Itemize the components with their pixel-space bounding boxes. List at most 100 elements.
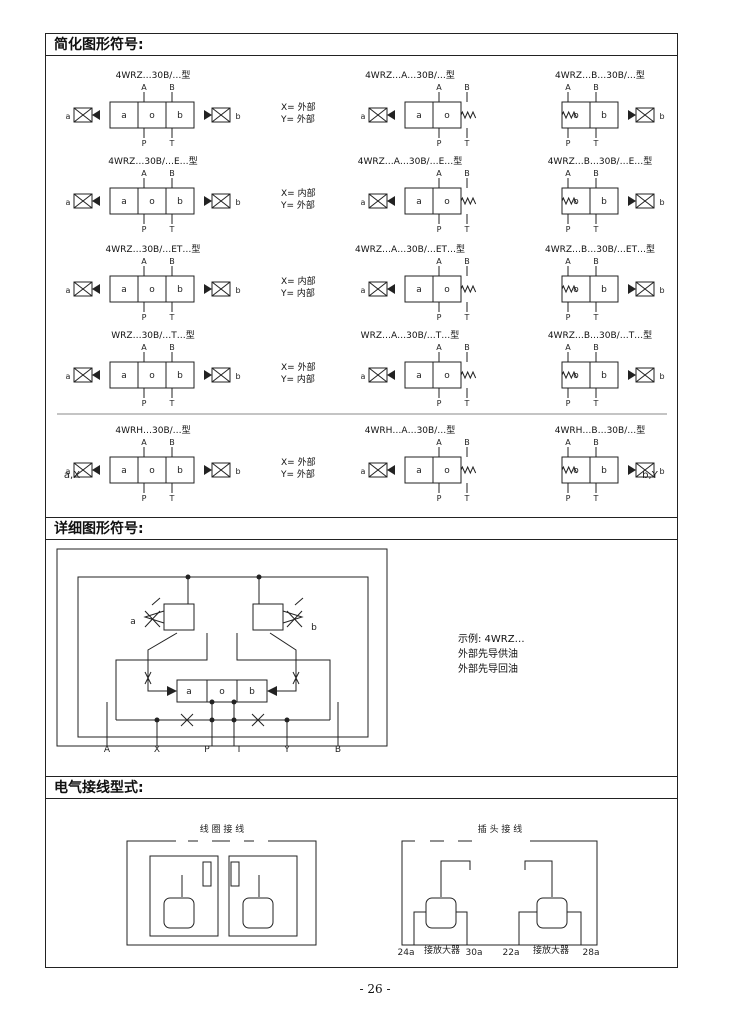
port-label: P bbox=[566, 494, 571, 503]
port-label: T bbox=[464, 494, 470, 503]
xy-setting: Y= 内部 bbox=[281, 375, 315, 385]
detail-pilot-b: b bbox=[311, 623, 317, 633]
spool-label: b bbox=[601, 285, 607, 295]
valve-symbol bbox=[368, 178, 477, 224]
detail-pilot-a: a bbox=[130, 617, 136, 627]
actuator-label: a bbox=[66, 112, 71, 121]
detail-spool-a: a bbox=[186, 687, 192, 697]
detail-port: T bbox=[235, 745, 242, 755]
detail-note-line: 外部先导回油 bbox=[458, 664, 518, 675]
coil-wiring-title: 线 圈 接 线 bbox=[200, 823, 245, 835]
valve-symbol bbox=[73, 447, 231, 493]
xy-setting: Y= 外部 bbox=[281, 201, 315, 211]
port-label: A bbox=[141, 83, 147, 92]
model-label: WRZ…30B/…T…型 bbox=[111, 331, 195, 341]
spool-label: b bbox=[177, 285, 183, 295]
model-label: WRZ…A…30B/…T…型 bbox=[360, 331, 460, 341]
spool-label: o bbox=[444, 285, 450, 295]
actuator-label: b bbox=[659, 198, 664, 207]
port-label: B bbox=[593, 257, 599, 266]
port-label: A bbox=[436, 169, 442, 178]
valve-symbol bbox=[561, 266, 655, 312]
terminal-label: 22a bbox=[503, 948, 520, 958]
model-label: 4WRZ…A…30B/…E…型 bbox=[357, 157, 463, 167]
port-label: T bbox=[169, 225, 175, 234]
port-label: T bbox=[169, 313, 175, 322]
port-label: T bbox=[593, 399, 599, 408]
detail-port: X bbox=[154, 745, 160, 755]
xy-setting: Y= 内部 bbox=[281, 289, 315, 299]
actuator-label: a bbox=[361, 286, 366, 295]
port-label: A bbox=[436, 257, 442, 266]
port-label: B bbox=[169, 343, 175, 352]
spool-label: o bbox=[573, 371, 579, 381]
spool-label: a bbox=[416, 285, 422, 295]
port-label: A bbox=[436, 343, 442, 352]
port-label: B bbox=[464, 343, 470, 352]
page-frame bbox=[45, 33, 678, 968]
actuator-label: a bbox=[66, 467, 71, 476]
actuator-label: b bbox=[659, 112, 664, 121]
spool-label: o bbox=[444, 371, 450, 381]
actuator-label: b bbox=[659, 286, 664, 295]
valve-symbol bbox=[561, 92, 655, 138]
port-label: A bbox=[141, 438, 147, 447]
actuator-label: a bbox=[361, 467, 366, 476]
divider bbox=[46, 776, 677, 777]
port-label: T bbox=[593, 313, 599, 322]
port-label: A bbox=[565, 438, 571, 447]
port-label: P bbox=[142, 313, 147, 322]
detail-spool-b: b bbox=[249, 687, 255, 697]
actuator-label: b bbox=[235, 112, 240, 121]
valve-symbol bbox=[561, 447, 655, 493]
actuator-label: a bbox=[361, 198, 366, 207]
port-label: A bbox=[565, 169, 571, 178]
port-label: P bbox=[437, 225, 442, 234]
section-simplified-title: 简化图形符号: bbox=[46, 34, 677, 56]
section-detailed-title: 详细图形符号: bbox=[46, 518, 677, 540]
detail-port: P bbox=[204, 745, 210, 755]
port-label: B bbox=[169, 169, 175, 178]
port-label: P bbox=[566, 313, 571, 322]
plug-wiring-title: 插 头 接 线 bbox=[478, 823, 523, 835]
xy-setting: X= 外部 bbox=[281, 103, 316, 113]
spool-label: b bbox=[177, 197, 183, 207]
port-label: B bbox=[593, 438, 599, 447]
port-label: A bbox=[565, 83, 571, 92]
port-label: P bbox=[437, 494, 442, 503]
spool-label: b bbox=[601, 111, 607, 121]
page-number: - 26 - bbox=[359, 982, 391, 996]
valve-symbol bbox=[368, 447, 477, 493]
spool-label: o bbox=[444, 197, 450, 207]
valve-symbol bbox=[368, 92, 477, 138]
port-label: B bbox=[169, 438, 175, 447]
model-label: 4WRZ…30B/…E…型 bbox=[108, 157, 198, 167]
amp-label: 接放大器 bbox=[424, 944, 460, 956]
valve-symbol bbox=[561, 178, 655, 224]
spool-label: o bbox=[444, 111, 450, 121]
spool-label: a bbox=[416, 371, 422, 381]
spool-label: a bbox=[121, 197, 127, 207]
port-label: P bbox=[566, 139, 571, 148]
terminal-label: 30a bbox=[466, 948, 483, 958]
actuator-label: b bbox=[659, 372, 664, 381]
xy-setting: Y= 外部 bbox=[281, 470, 315, 480]
actuator-label: a bbox=[66, 286, 71, 295]
port-label: T bbox=[169, 139, 175, 148]
port-label: A bbox=[436, 438, 442, 447]
model-label: 4WRH…30B/…型 bbox=[115, 426, 191, 436]
model-label: 4WRZ…B…30B/…ET…型 bbox=[545, 245, 656, 255]
actuator-label: b bbox=[235, 372, 240, 381]
valve-symbol bbox=[73, 266, 231, 312]
valve-symbol bbox=[73, 92, 231, 138]
spool-label: o bbox=[149, 371, 155, 381]
spool-label: a bbox=[416, 197, 422, 207]
spool-label: b bbox=[601, 197, 607, 207]
wrh-left-label: a,X bbox=[64, 470, 80, 481]
detail-spool-o: o bbox=[219, 687, 225, 697]
xy-setting: X= 外部 bbox=[281, 458, 316, 468]
model-label: 4WRZ…A…30B/…ET…型 bbox=[355, 245, 466, 255]
port-label: P bbox=[142, 139, 147, 148]
